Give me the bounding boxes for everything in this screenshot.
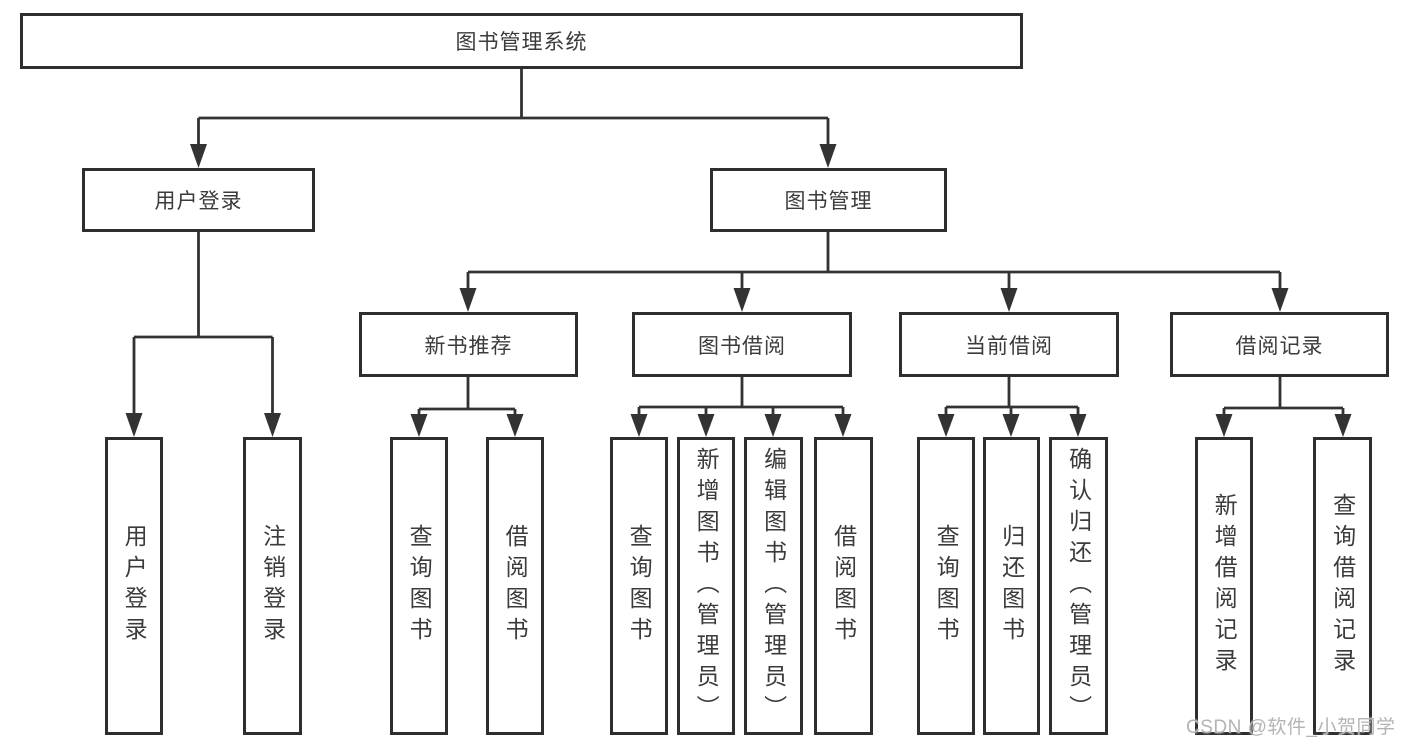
node-book-borrow: 图书借阅 bbox=[632, 312, 852, 377]
leaf-query-books-1: 查询图书 bbox=[390, 437, 448, 735]
leaf-confirm-return-admin-label: 确认归还（管理员） bbox=[1065, 446, 1092, 726]
leaf-edit-books-admin: 编辑图书（管理员） bbox=[744, 437, 803, 735]
leaf-query-borrow-record-label: 查询借阅记录 bbox=[1329, 493, 1356, 679]
leaf-confirm-return-admin: 确认归还（管理员） bbox=[1049, 437, 1108, 735]
leaf-add-borrow-record: 新增借阅记录 bbox=[1195, 437, 1253, 735]
leaf-return-books-label: 归还图书 bbox=[998, 524, 1025, 648]
leaf-borrow-books-1-label: 借阅图书 bbox=[502, 524, 529, 648]
leaf-return-books: 归还图书 bbox=[983, 437, 1040, 735]
connector-segments bbox=[132, 69, 1345, 419]
arrowheads bbox=[125, 144, 1352, 437]
leaf-query-books-3-label: 查询图书 bbox=[933, 524, 960, 648]
leaf-borrow-books-1: 借阅图书 bbox=[486, 437, 544, 735]
node-user-login: 用户登录 bbox=[82, 168, 315, 232]
leaf-logout: 注销登录 bbox=[243, 437, 302, 735]
node-new-book-recommend: 新书推荐 bbox=[359, 312, 578, 377]
leaf-query-books-2-label: 查询图书 bbox=[626, 524, 653, 648]
node-borrow-records: 借阅记录 bbox=[1170, 312, 1389, 377]
leaf-edit-books-admin-label: 编辑图书（管理员） bbox=[760, 446, 787, 726]
leaf-user-login-label: 用户登录 bbox=[121, 524, 148, 648]
leaf-query-books-3: 查询图书 bbox=[917, 437, 975, 735]
leaf-query-borrow-record: 查询借阅记录 bbox=[1313, 437, 1372, 735]
leaf-add-books-admin: 新增图书（管理员） bbox=[677, 437, 735, 735]
leaf-logout-label: 注销登录 bbox=[259, 524, 286, 648]
node-current-borrow: 当前借阅 bbox=[899, 312, 1119, 377]
leaf-user-login: 用户登录 bbox=[105, 437, 163, 735]
csdn-watermark: CSDN @软件_小贺同学 bbox=[1186, 717, 1396, 738]
leaf-query-books-1-label: 查询图书 bbox=[406, 524, 433, 648]
leaf-borrow-books-2-label: 借阅图书 bbox=[830, 524, 857, 648]
node-book-management: 图书管理 bbox=[710, 168, 947, 232]
leaf-add-books-admin-label: 新增图书（管理员） bbox=[693, 446, 720, 726]
node-root: 图书管理系统 bbox=[20, 13, 1023, 69]
leaf-borrow-books-2: 借阅图书 bbox=[814, 437, 873, 735]
leaf-add-borrow-record-label: 新增借阅记录 bbox=[1211, 493, 1238, 679]
leaf-query-books-2: 查询图书 bbox=[610, 437, 668, 735]
